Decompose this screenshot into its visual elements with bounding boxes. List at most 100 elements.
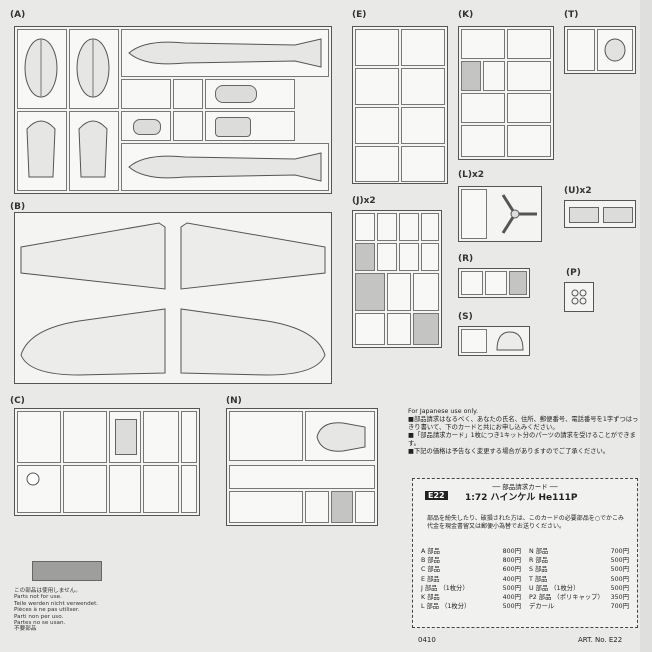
part-name: R 部品 <box>529 557 548 565</box>
runner-j-cell <box>355 273 385 311</box>
part-name: デカール <box>529 603 555 611</box>
price-row: C 部品 600円 <box>421 565 521 574</box>
runner-label-l: (L)x2 <box>458 170 485 180</box>
runner-j-cell <box>421 243 439 271</box>
runner-u <box>564 200 636 228</box>
engine-part <box>115 419 137 455</box>
part-price: 500円 <box>610 575 629 583</box>
runner-a-cell <box>173 79 203 109</box>
runner-n-cell <box>305 491 329 523</box>
runner-n <box>226 408 378 526</box>
runner-j-cell <box>355 243 375 271</box>
part-name: L 部品 （1枚分） <box>421 603 471 611</box>
part-name: K 部品 <box>421 594 440 602</box>
runner-l <box>458 186 542 242</box>
small-part <box>569 207 599 223</box>
wing-part-shape <box>24 38 58 98</box>
part-price: 600円 <box>502 566 521 574</box>
notice-line: For Japanese use only. <box>408 408 479 415</box>
runner-e-cell <box>355 29 399 66</box>
not-for-use-line: Partes no se usan. <box>14 620 66 627</box>
runner-e-cell <box>355 68 399 105</box>
part-price: 500円 <box>610 584 629 592</box>
runner-e <box>352 26 448 184</box>
part-price: 500円 <box>610 566 629 574</box>
wing-lower-shape <box>20 222 166 290</box>
runner-label-j: (J)x2 <box>352 196 376 206</box>
runner-r-cell <box>509 271 527 295</box>
part-name: E 部品 <box>421 575 440 583</box>
poly-cap-shape <box>571 289 587 305</box>
runner-c <box>14 408 200 516</box>
not-for-use-line: Pièces à ne pas utiliser. <box>14 607 80 614</box>
wing-upper-shape <box>20 308 166 376</box>
notice-line: ■「部品請求カード」1枚につき1キット分のパーツの請求を受けることができます。 <box>408 432 636 447</box>
runner-k-cell <box>461 61 481 91</box>
canopy-shape <box>496 331 524 351</box>
part-price: 800円 <box>502 557 521 565</box>
runner-r-cell <box>461 271 483 295</box>
wing-lower-shape <box>180 222 326 290</box>
part-name: P2 部品 （ポリキャップ） <box>529 594 604 602</box>
runner-l-cell <box>461 189 487 239</box>
runner-e-cell <box>355 146 399 182</box>
not-for-use-line: Parts not for use. <box>14 594 62 601</box>
part-price: 700円 <box>610 603 629 611</box>
part-price: 500円 <box>502 603 521 611</box>
runner-t <box>564 26 636 74</box>
runner-j-cell <box>399 243 419 271</box>
price-row: U 部品 （1枚分）500円 <box>529 584 629 593</box>
part-price: 400円 <box>502 575 521 583</box>
price-row: P2 部品 （ポリキャップ）350円 <box>529 593 629 602</box>
runner-j <box>352 210 442 348</box>
part-price: 500円 <box>502 584 521 592</box>
runner-c-cell <box>17 411 61 463</box>
runner-j-cell <box>377 213 397 241</box>
runner-c-cell <box>181 411 197 463</box>
small-part <box>215 117 251 137</box>
runner-label-a: (A) <box>10 10 26 20</box>
part-name: C 部品 <box>421 566 440 574</box>
fuselage-half-shape <box>128 152 322 182</box>
runner-label-c: (C) <box>10 396 25 406</box>
runner-j-cell <box>413 313 439 345</box>
parts-request-card: ── 部品請求カード ── E22 1:72 ハインケル He111P 部品を紛… <box>412 478 638 628</box>
notice-line: ■部品請求はなるべく、あなたの氏名、住所、郵便番号、電話番号を1字ずつはっきり書… <box>408 416 639 431</box>
runner-label-t: (T) <box>564 10 579 20</box>
notice-line: ■下記の価格は予告なく変更する場合がありますのでご了承ください。 <box>408 448 610 455</box>
runner-j-cell <box>355 313 385 345</box>
parts-request-notice: For Japanese use only. ■部品請求はなるべく、あなたの氏名… <box>408 408 640 456</box>
kit-code-badge: E22 <box>425 491 448 500</box>
wing-part-shape <box>76 38 110 98</box>
part-name: J 部品 （1枚分） <box>421 584 469 592</box>
runner-label-k: (K) <box>458 10 474 20</box>
not-for-use-line: Teile werden nicht verwendet. <box>14 600 99 607</box>
runner-j-cell <box>387 273 411 311</box>
runner-c-cell <box>181 465 197 513</box>
runner-k-cell <box>507 125 551 157</box>
runner-n-cell <box>229 411 303 461</box>
runner-c-cell <box>109 465 141 513</box>
runner-c-cell <box>17 465 61 513</box>
runner-r-cell <box>485 271 507 295</box>
card-title: ── 部品請求カード ── <box>492 483 558 491</box>
canopy-part <box>133 119 161 135</box>
runner-label-e: (E) <box>352 10 367 20</box>
runner-e-cell <box>401 68 445 105</box>
part-name: B 部品 <box>421 557 440 565</box>
page-edge <box>640 0 652 652</box>
runner-a <box>14 26 332 194</box>
runner-k-cell <box>507 93 551 123</box>
runner-a-cell <box>121 79 171 109</box>
runner-n-cell <box>355 491 375 523</box>
runner-j-cell <box>421 213 439 241</box>
runner-n-cell <box>331 491 353 523</box>
runner-k-cell <box>483 61 505 91</box>
price-row: デカール 700円 <box>529 602 629 611</box>
runner-c-cell <box>63 465 107 513</box>
art-number: ART. No. E22 <box>578 636 623 644</box>
